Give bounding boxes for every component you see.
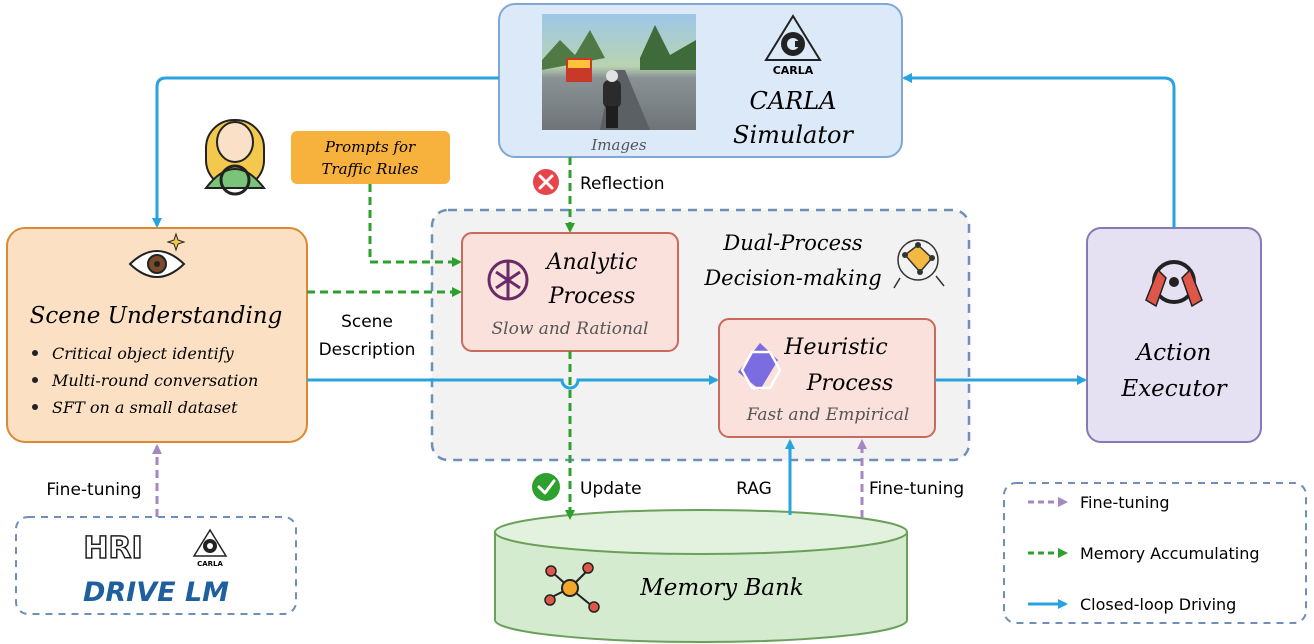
brain-network-icon	[893, 239, 945, 289]
arrow-prompts-to-analytic	[368, 184, 462, 267]
update-check-icon	[532, 473, 560, 501]
reflection-label: Reflection	[580, 174, 665, 194]
carla-small-logo-icon: CARLA	[192, 528, 228, 568]
action-line2: Executor	[1120, 376, 1228, 402]
scene-bullet-1: Critical object identify	[52, 344, 235, 363]
heuristic-subtitle: Fast and Empirical	[746, 405, 910, 425]
rag-label: RAG	[736, 479, 772, 499]
legend-finetuning-label: Fine-tuning	[1080, 493, 1170, 512]
analytic-line2: Process	[548, 284, 636, 309]
heuristic-line2: Process	[806, 371, 894, 396]
heuristic-line1: Heuristic	[783, 335, 887, 360]
eye-icon	[128, 232, 186, 278]
simulator-title-line2: Simulator	[733, 121, 854, 149]
prompts-box: Prompts for Traffic Rules	[291, 131, 450, 184]
action-executor-box: Action Executor	[1086, 227, 1262, 443]
arrow-action-to-sim	[902, 73, 1176, 228]
memory-bank-cylinder: Memory Bank	[494, 509, 908, 643]
openai-icon	[487, 259, 529, 301]
driver-icon	[203, 119, 267, 196]
legend-memory-label: Memory Accumulating	[1080, 544, 1260, 563]
analytic-line1: Analytic	[545, 250, 638, 275]
dual-process-line1: Dual-Process	[722, 231, 862, 255]
analytic-process-box: Analytic Process Slow and Rational	[461, 232, 679, 352]
drivelm-logo: DRIVE LM	[83, 577, 229, 608]
prompts-line1: Prompts for	[324, 138, 416, 156]
scene-understanding-title: Scene Understanding	[30, 303, 283, 329]
scene-bullet-3: SFT on a small dataset	[52, 398, 238, 417]
memory-bank-label: Memory Bank	[639, 575, 803, 601]
datasets-box: HRI CARLA DRIVE LM	[15, 516, 297, 615]
carla-logo-icon: CARLA	[764, 14, 822, 77]
action-line1: Action	[1135, 340, 1212, 366]
simulator-image	[542, 14, 696, 130]
simulator-title-line1: CARLA	[749, 87, 836, 115]
legend-box: Fine-tuning Memory Accumulating Closed-l…	[1003, 482, 1307, 624]
reflection-x-icon	[533, 169, 559, 195]
scene-understanding-box: Scene Understanding Critical object iden…	[6, 227, 308, 443]
hri-logo: HRI	[83, 531, 142, 566]
arrow-scene-to-heuristic	[307, 375, 719, 390]
carla-small-logo-text: CARLA	[197, 560, 223, 568]
heuristic-process-box: Heuristic Process Fast and Empirical	[718, 318, 936, 438]
carla-logo-text: CARLA	[773, 64, 814, 77]
carla-simulator-box: Images CARLA CARLA Simulator	[498, 3, 903, 158]
finetuning-left-label: Fine-tuning	[46, 480, 141, 500]
arrow-sim-to-scene	[152, 76, 499, 228]
update-label: Update	[580, 479, 642, 499]
scene-description-line1: Scene	[341, 312, 393, 332]
analytic-subtitle: Slow and Rational	[492, 319, 649, 339]
scene-bullet-2: Multi-round conversation	[51, 371, 258, 390]
prompts-line2: Traffic Rules	[321, 160, 418, 178]
images-caption: Images	[590, 136, 647, 154]
qwen-icon	[738, 343, 782, 390]
finetuning-right-label: Fine-tuning	[869, 479, 964, 499]
scene-description-line2: Description	[319, 340, 416, 360]
legend-closedloop-label: Closed-loop Driving	[1080, 595, 1236, 614]
steering-wheel-icon	[1145, 260, 1203, 308]
network-nodes-icon	[544, 562, 600, 613]
dual-process-line2: Decision-making	[703, 266, 881, 290]
